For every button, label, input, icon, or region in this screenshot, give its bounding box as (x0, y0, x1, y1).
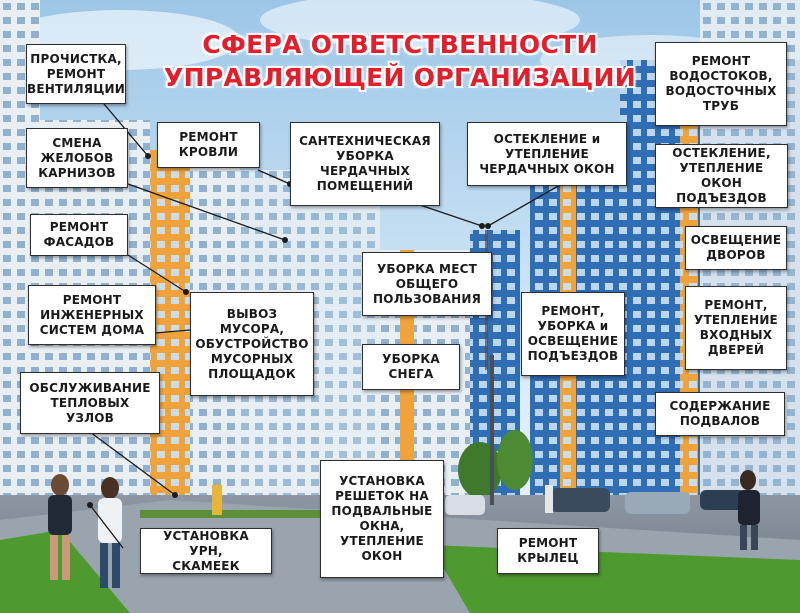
label-ventilation-text: ПРОЧИСТКА, РЕМОНТ ВЕНТИЛЯЦИИ (26, 51, 126, 96)
label-ventilation: ПРОЧИСТКА, РЕМОНТ ВЕНТИЛЯЦИИ (26, 44, 126, 104)
label-yard-lighting: ОСВЕЩЕНИЕ ДВОРОВ (685, 226, 787, 270)
label-basements-text: СОДЕРЖАНИЕ ПОДВАЛОВ (669, 399, 771, 428)
label-attic-cleaning: САНТЕХНИЧЕСКАЯ УБОРКА ЧЕРДАЧНЫХ ПОМЕЩЕНИ… (290, 122, 440, 206)
label-grilles-text: УСТАНОВКА РЕШЕТОК НА ПОДВАЛЬНЫЕ ОКНА, УТ… (331, 474, 433, 563)
label-gutters-text: СМЕНА ЖЕЛОБОВ КАРНИЗОВ (38, 135, 116, 180)
label-drainpipes: РЕМОНТ ВОДОСТОКОВ, ВОДОСТОЧНЫХ ТРУБ (655, 42, 787, 126)
label-garbage-text: ВЫВОЗ МУСОРА, ОБУСТРОЙСТВО МУСОРНЫХ ПЛОЩ… (195, 306, 309, 381)
label-basements: СОДЕРЖАНИЕ ПОДВАЛОВ (655, 392, 785, 436)
label-bins: УСТАНОВКА УРН, СКАМЕЕК (140, 528, 272, 574)
label-garbage: ВЫВОЗ МУСОРА, ОБУСТРОЙСТВО МУСОРНЫХ ПЛОЩ… (190, 292, 314, 396)
label-drainpipes-text: РЕМОНТ ВОДОСТОКОВ, ВОДОСТОЧНЫХ ТРУБ (665, 54, 777, 113)
label-heat-nodes-text: ОБСЛУЖИВАНИЕ ТЕПЛОВЫХ УЗЛОВ (29, 380, 151, 425)
label-entrances-text: РЕМОНТ, УБОРКА и ОСВЕЩЕНИЕ ПОДЪЕЗДОВ (527, 304, 619, 363)
label-entrance-windows: ОСТЕКЛЕНИЕ, УТЕПЛЕНИЕ ОКОН ПОДЪЕЗДОВ (655, 144, 788, 208)
label-attic-cleaning-text: САНТЕХНИЧЕСКАЯ УБОРКА ЧЕРДАЧНЫХ ПОМЕЩЕНИ… (299, 134, 431, 193)
label-snow-text: УБОРКА СНЕГА (382, 352, 440, 381)
label-common-areas: УБОРКА МЕСТ ОБЩЕГО ПОЛЬЗОВАНИЯ (362, 252, 492, 316)
title-line-1: СФЕРА ОТВЕТСТВЕННОСТИ (202, 30, 598, 59)
label-entrances: РЕМОНТ, УБОРКА и ОСВЕЩЕНИЕ ПОДЪЕЗДОВ (521, 292, 625, 376)
label-porches-text: РЕМОНТ КРЫЛЕЦ (517, 536, 579, 565)
label-common-areas-text: УБОРКА МЕСТ ОБЩЕГО ПОЛЬЗОВАНИЯ (372, 261, 482, 306)
label-entrance-windows-text: ОСТЕКЛЕНИЕ, УТЕПЛЕНИЕ ОКОН ПОДЪЕЗДОВ (672, 146, 771, 205)
poster-title: СФЕРА ОТВЕТСТВЕННОСТИ УПРАВЛЯЮЩЕЙ ОРГАНИ… (150, 28, 650, 94)
label-entrance-doors-text: РЕМОНТ, УТЕПЛЕНИЕ ВХОДНЫХ ДВЕРЕЙ (694, 298, 778, 357)
label-grilles: УСТАНОВКА РЕШЕТОК НА ПОДВАЛЬНЫЕ ОКНА, УТ… (320, 460, 444, 578)
label-facades-text: РЕМОНТ ФАСАДОВ (43, 220, 115, 249)
label-gutters: СМЕНА ЖЕЛОБОВ КАРНИЗОВ (26, 128, 128, 188)
label-facades: РЕМОНТ ФАСАДОВ (30, 214, 128, 256)
label-roof-text: РЕМОНТ КРОВЛИ (178, 130, 239, 159)
label-engineering: РЕМОНТ ИНЖЕНЕРНЫХ СИСТЕМ ДОМА (28, 285, 156, 345)
label-entrance-doors: РЕМОНТ, УТЕПЛЕНИЕ ВХОДНЫХ ДВЕРЕЙ (685, 286, 787, 370)
label-porches: РЕМОНТ КРЫЛЕЦ (497, 528, 599, 574)
label-roof: РЕМОНТ КРОВЛИ (157, 122, 260, 168)
label-attic-windows: ОСТЕКЛЕНИЕ и УТЕПЛЕНИЕ ЧЕРДАЧНЫХ ОКОН (467, 122, 627, 186)
title-line-2: УПРАВЛЯЮЩЕЙ ОРГАНИЗАЦИИ (164, 63, 636, 92)
label-engineering-text: РЕМОНТ ИНЖЕНЕРНЫХ СИСТЕМ ДОМА (39, 292, 145, 337)
label-snow: УБОРКА СНЕГА (362, 344, 460, 390)
label-heat-nodes: ОБСЛУЖИВАНИЕ ТЕПЛОВЫХ УЗЛОВ (20, 372, 160, 434)
label-attic-windows-text: ОСТЕКЛЕНИЕ и УТЕПЛЕНИЕ ЧЕРДАЧНЫХ ОКОН (479, 131, 615, 176)
label-bins-text: УСТАНОВКА УРН, СКАМЕЕК (163, 528, 249, 573)
label-yard-lighting-text: ОСВЕЩЕНИЕ ДВОРОВ (690, 233, 782, 262)
